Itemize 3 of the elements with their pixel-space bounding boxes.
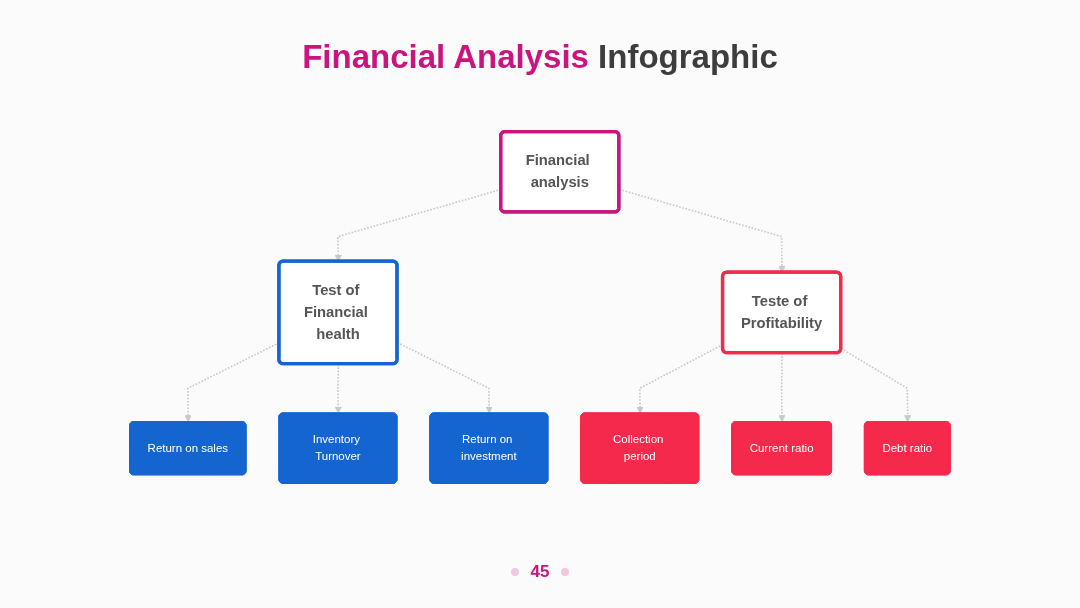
arrow [840,347,912,423]
title: Financial Analysis Infographic [302,38,778,76]
page-number: 45 [530,562,550,582]
